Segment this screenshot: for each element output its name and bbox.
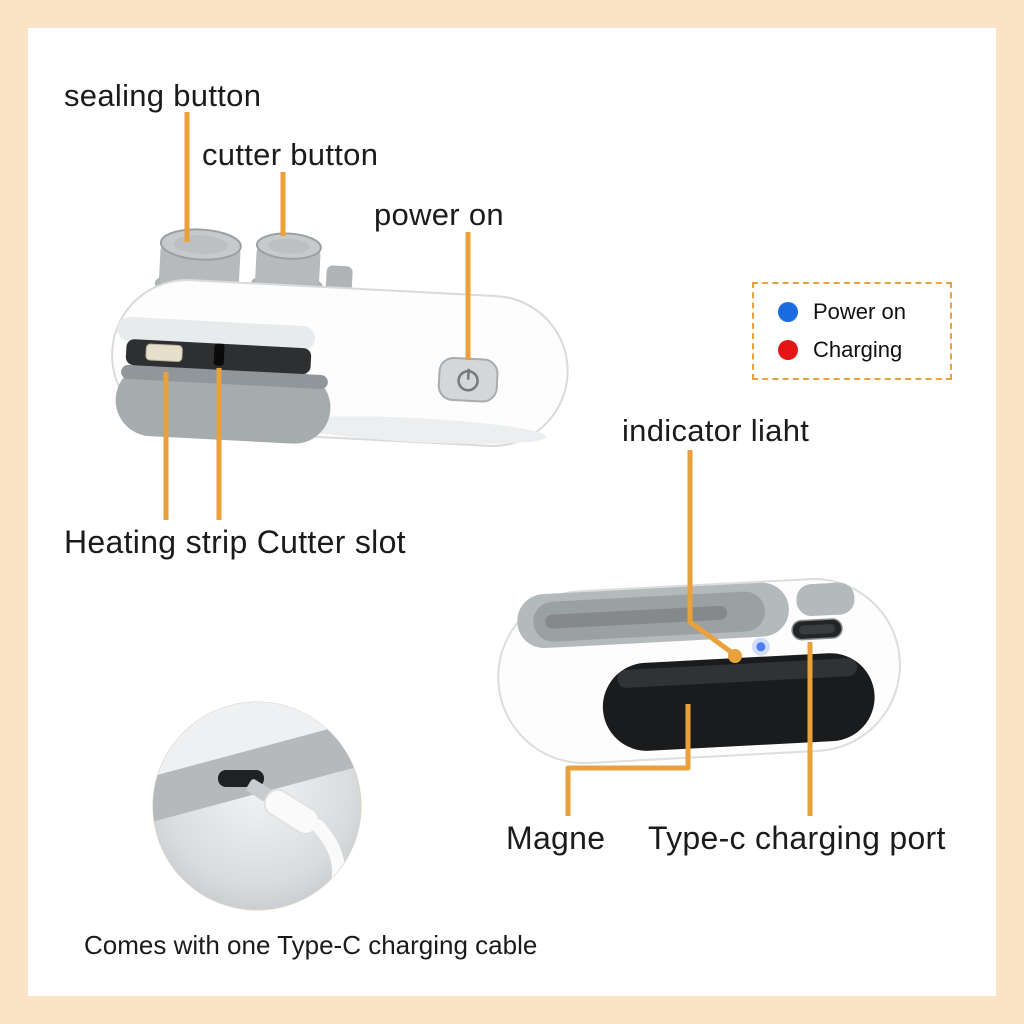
indicator-pointer-dot <box>728 649 742 663</box>
cable-inset-photo <box>152 701 362 911</box>
body-shading <box>286 416 547 444</box>
caption-text: Comes with one Type-C charging cable <box>84 930 538 960</box>
lower-jaw <box>115 364 331 444</box>
power-button-shape <box>437 356 499 403</box>
usb-c-port-shape <box>791 618 843 641</box>
legend-item-charging: Charging <box>778 337 950 363</box>
legend-item-power-on: Power on <box>778 299 950 325</box>
charging-color-dot <box>778 340 798 360</box>
status-legend: Power on Charging <box>752 282 952 380</box>
label-magnet: Magne <box>506 820 606 856</box>
annotation-lines <box>163 112 813 816</box>
label-type-c-port: Type-c charging port <box>648 820 946 856</box>
sealer-side-view <box>111 228 569 448</box>
indicator-led <box>751 637 770 656</box>
line-indicator-light <box>687 450 733 655</box>
power-on-color-dot <box>778 302 798 322</box>
label-indicator-light: indicator liaht <box>622 413 810 448</box>
top-tray <box>517 582 855 649</box>
magnet-panel <box>602 653 875 751</box>
label-cutter-button: cutter button <box>202 137 379 172</box>
line-magnet <box>565 704 691 816</box>
label-power-on: power on <box>374 197 504 232</box>
legend-label-charging: Charging <box>813 337 903 362</box>
cutter-slot-shape <box>213 343 225 366</box>
sealer-top-view <box>497 578 901 765</box>
label-sealing-button: sealing button <box>64 78 262 113</box>
heating-strip-shape <box>145 343 183 363</box>
legend-label-power-on: Power on <box>813 299 906 324</box>
label-heating-strip-cutter-slot: Heating strip Cutter slot <box>64 524 406 560</box>
